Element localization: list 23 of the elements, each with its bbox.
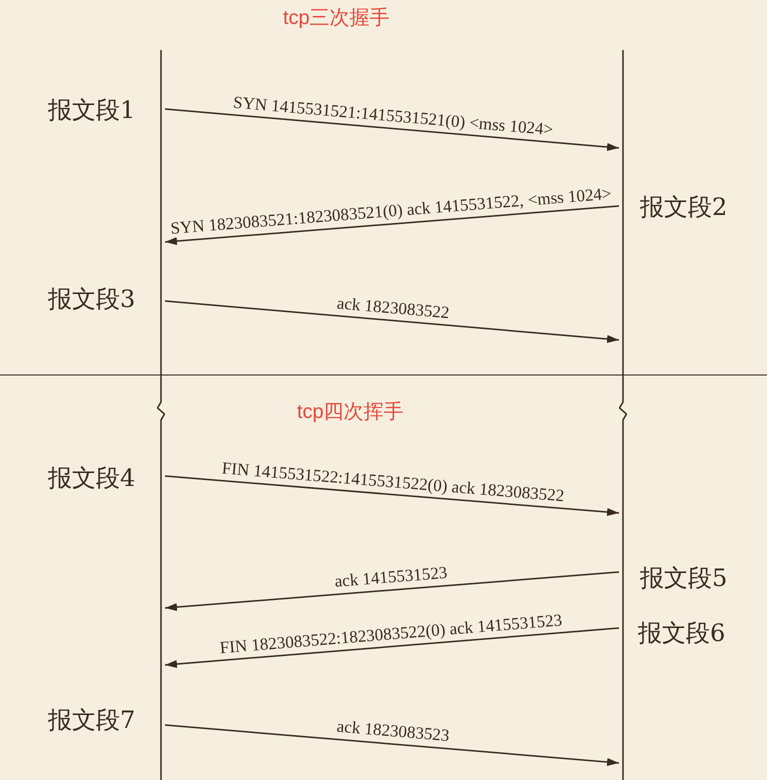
message-arrow [164,475,620,516]
section-heading: tcp四次挥手 [297,400,404,425]
message-arrow [164,205,620,246]
lifeline [619,50,627,780]
message-label: FIN 1823083522:1823083522(0) ack 1415531523 [219,610,563,658]
segment-label: 报文段7 [48,705,136,736]
message-label: ack 1823083522 [336,294,450,322]
segment-label: 报文段2 [640,192,728,223]
message-arrow [164,300,620,343]
section-heading: tcp三次握手 [283,6,390,31]
message-arrow [164,108,620,151]
segment-label: 报文段3 [48,284,136,315]
segment-label: 报文段4 [48,463,136,494]
message-label: SYN 1823083521:1823083521(0) ack 1415531522, <mss 1024> [170,184,612,238]
message-label: ack 1415531523 [334,564,448,592]
message-arrow [164,724,620,766]
message-label: ack 1823083523 [336,718,450,746]
segment-label: 报文段6 [638,618,726,649]
message-arrow [164,627,620,668]
lifeline [157,50,165,780]
message-arrow [164,571,620,612]
segment-label: 报文段1 [48,95,136,126]
segment-label: 报文段5 [640,563,728,594]
